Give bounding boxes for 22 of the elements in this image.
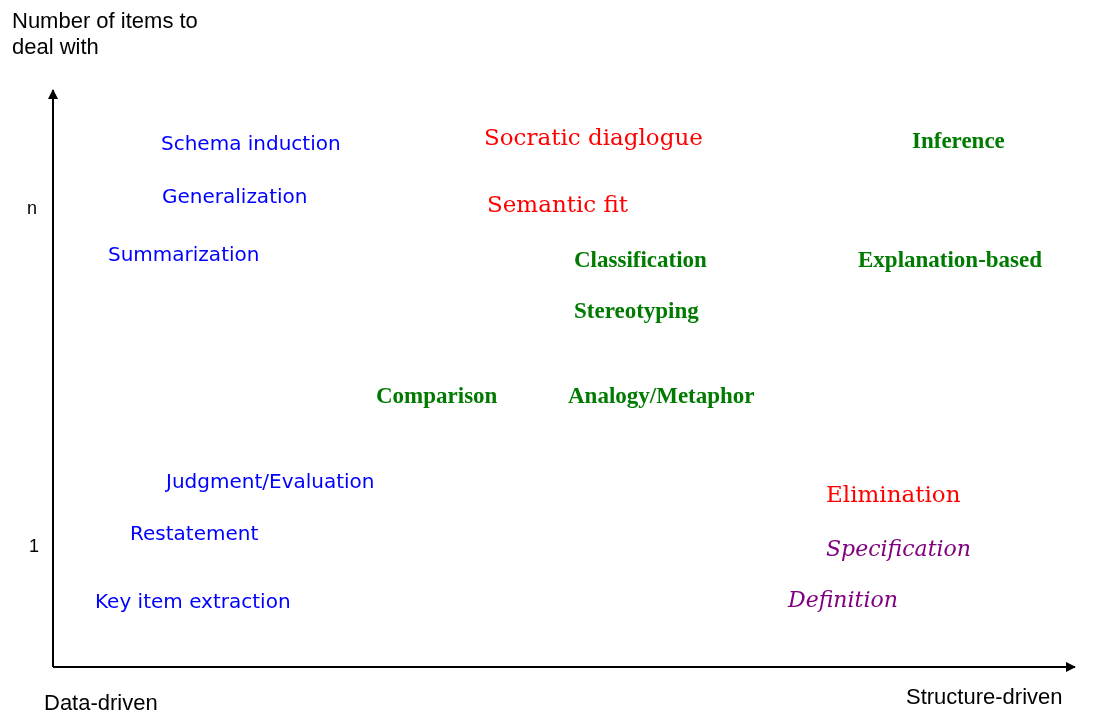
method-label: Elimination — [826, 481, 961, 509]
method-label: Restatement — [130, 521, 259, 545]
method-label: Comparison — [376, 382, 498, 410]
method-label: Schema induction — [161, 131, 341, 155]
method-label: Socratic diaglogue — [484, 124, 703, 152]
tick-label: 1 — [29, 536, 39, 558]
method-label: Classification — [574, 246, 707, 274]
method-label: Specification — [826, 536, 971, 563]
method-label: Inference — [912, 127, 1005, 155]
method-label: Explanation-based — [858, 246, 1043, 274]
method-label: Analogy/Metaphor — [568, 382, 755, 410]
method-label: Summarization — [108, 242, 260, 266]
method-label: Generalization — [162, 184, 308, 208]
axis-title: Structure-driven — [906, 684, 1063, 711]
method-label: Semantic fit — [487, 191, 629, 219]
method-label: Key item extraction — [95, 589, 291, 613]
axis-title: Number of items to deal with — [12, 8, 199, 61]
tick-label: n — [27, 198, 37, 220]
method-label: Judgment/Evaluation — [166, 469, 375, 493]
method-label: Stereotyping — [574, 297, 699, 325]
axis-title: Data-driven — [44, 690, 158, 715]
method-label: Definition — [788, 587, 898, 614]
